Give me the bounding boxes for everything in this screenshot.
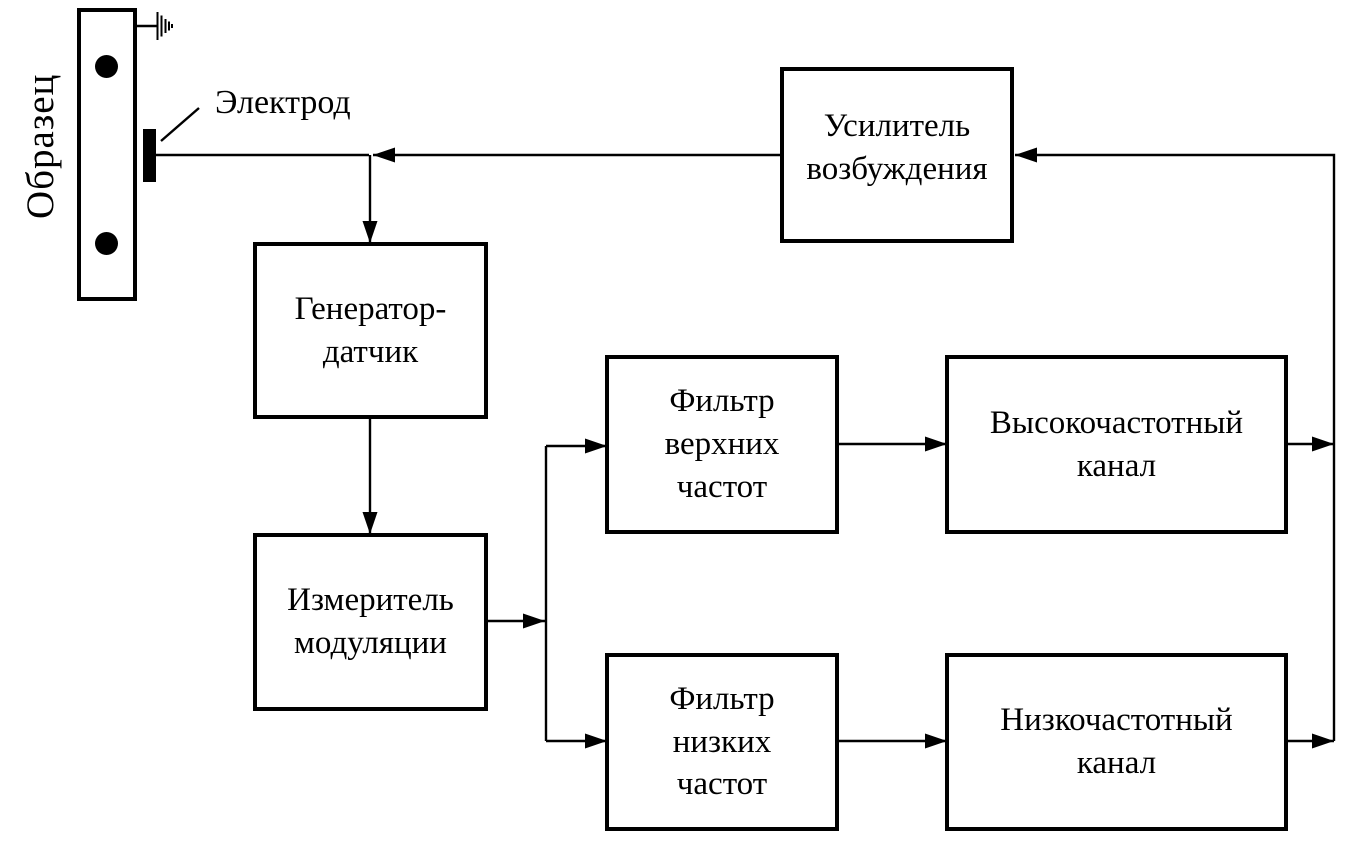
box-high-pass-filter: Фильтр верхних частот	[605, 355, 839, 534]
electrode-label: Электрод	[215, 84, 351, 121]
sample-contact-dot-bottom	[95, 232, 118, 255]
electrode-bar	[143, 129, 156, 182]
electrode-pointer-line	[160, 107, 200, 142]
box-modulation-meter-label: Измеритель модуляции	[287, 582, 454, 661]
ground-icon	[156, 12, 173, 40]
box-generator-sensor-label: Генератор- датчик	[294, 290, 447, 370]
box-low-frequency-channel-label: Низкочастотный канал	[1000, 702, 1233, 781]
box-excitation-amplifier: Усилитель возбуждения	[780, 67, 1014, 243]
box-modulation-meter: Измеритель модуляции	[253, 533, 488, 711]
box-generator-sensor: Генератор- датчик	[253, 242, 488, 419]
box-low-pass-filter: Фильтр низких частот	[605, 653, 839, 831]
box-low-frequency-channel: Низкочастотный канал	[945, 653, 1288, 831]
box-high-pass-filter-label: Фильтр верхних частот	[664, 383, 780, 505]
sample-contact-dot-top	[95, 55, 118, 78]
box-high-frequency-channel: Высокочастотный канал	[945, 355, 1288, 534]
box-high-frequency-channel-label: Высокочастотный канал	[989, 404, 1244, 484]
box-low-pass-filter-label: Фильтр низких частот	[669, 680, 775, 803]
box-excitation-amplifier-label: Усилитель возбуждения	[806, 108, 988, 187]
wire-bus-to-amplifier	[1015, 147, 1336, 741]
sample-outline	[77, 8, 137, 301]
sample-label: Образец	[19, 73, 62, 219]
